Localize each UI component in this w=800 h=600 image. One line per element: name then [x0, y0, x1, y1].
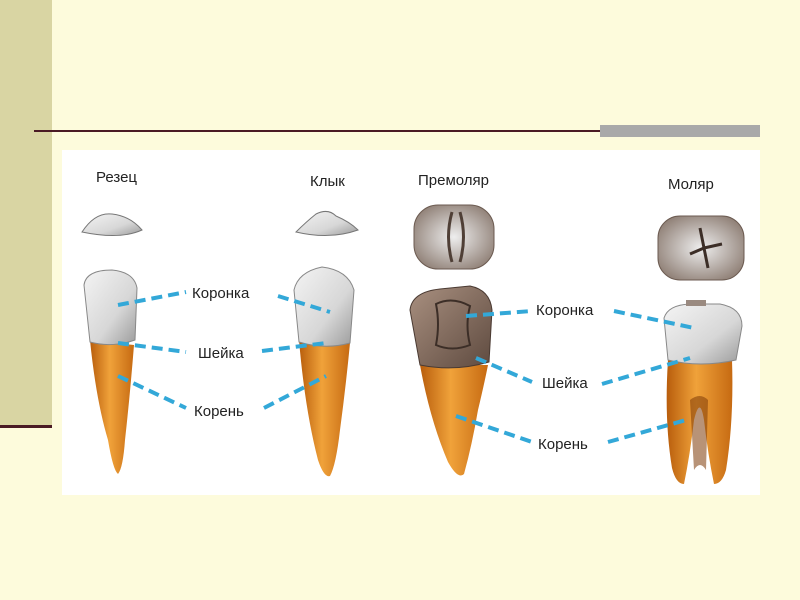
- molar-top-view: [658, 216, 744, 280]
- incisor-top-view: [82, 214, 142, 236]
- tooth-name-molar: Моляр: [668, 176, 714, 193]
- label-crown-left: Коронка: [192, 285, 250, 302]
- premolar-top-view: [414, 205, 494, 269]
- canine-tooth: [294, 267, 354, 476]
- incisor-tooth: [84, 270, 137, 474]
- molar-tooth: [664, 300, 742, 484]
- tooth-name-premolar: Премоляр: [418, 172, 489, 189]
- canine-top-view: [296, 211, 358, 235]
- tooth-name-canine: Клык: [310, 173, 345, 190]
- label-crown-right: Коронка: [536, 302, 594, 319]
- label-neck-right: Шейка: [542, 375, 588, 392]
- label-root-right: Корень: [538, 436, 588, 453]
- premolar-tooth: [410, 286, 492, 476]
- label-neck-left: Шейка: [198, 345, 244, 362]
- label-root-left: Корень: [194, 403, 244, 420]
- tooth-name-incisor: Резец: [96, 169, 137, 186]
